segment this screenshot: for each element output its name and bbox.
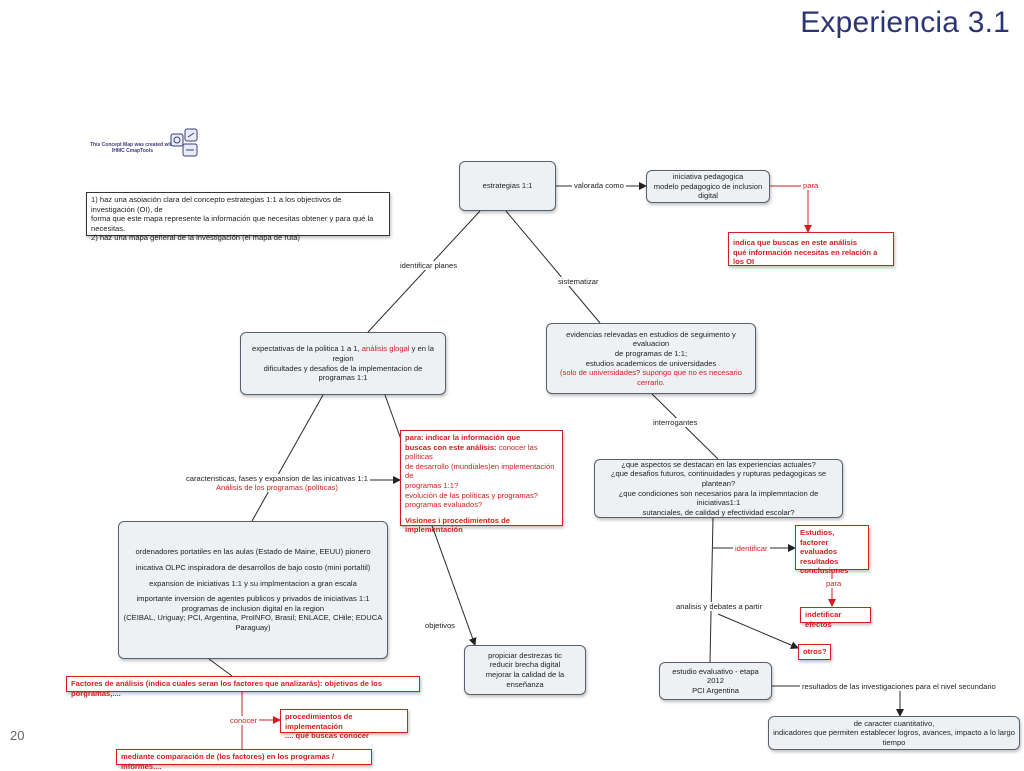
node-evidencias[interactable]: evidencias relevadas en estudios de segu…	[546, 323, 756, 394]
note-line: 2) haz una mapa general de la investigac…	[91, 233, 300, 243]
node-ordenadores-line: programas de inclusion digital en la reg…	[181, 603, 325, 613]
node-estudio-line: PCI Argentina	[692, 685, 739, 695]
node-evidencias-line: de programas de 1:1;	[614, 348, 688, 358]
node-propiciar-line: propiciar destrezas tic	[488, 650, 562, 660]
node-propiciar-line: reducir brecha digital	[489, 660, 561, 670]
note-indetificar-label: indetificar efectos	[805, 610, 842, 629]
logo-line1: This Concept Map was created with	[90, 142, 175, 148]
note-indetificar-efectos[interactable]: indetificar efectos	[800, 607, 871, 629]
note-indica-line: indica que buscas en este análisis	[733, 238, 858, 247]
note-factores[interactable]: Factores de análisis (indica cuales sera…	[66, 676, 420, 698]
node-preguntas-line: ¿que aspectos se destacan en las experie…	[621, 459, 816, 469]
node-ordenadores-line: inicativa OLPC inspiradora de desarrollo…	[135, 563, 371, 573]
note-indica-line: qué información necesitas en relación a …	[733, 247, 878, 267]
note-para-indicar-line: evolución de las políticas y programas?	[405, 490, 538, 500]
note-line: forma que este mapa represente la inform…	[91, 214, 374, 233]
note-para-indicar-line: para: indicar la información que	[405, 433, 521, 442]
note-factores-label: Factores de análisis (indica cuales sera…	[71, 679, 383, 698]
note-indica[interactable]: indica que buscas en este análisis qué i…	[728, 232, 894, 266]
node-ordenadores-line: (CEIBAL, Uriguay; PCI, Argentina, ProINF…	[123, 613, 383, 632]
cmaptools-icon	[170, 128, 198, 157]
link-label-interrogantes: interrogantes	[651, 418, 700, 427]
note-estudios-line: factorer evaluados	[800, 537, 838, 557]
note-otros-label: otros?	[803, 647, 827, 656]
text-conocer-politicas: conocer las políticas	[405, 442, 538, 462]
cmaptools-logo: This Concept Map was created with IHMC C…	[90, 128, 202, 162]
link-label-conocer: conocer	[228, 716, 260, 725]
link-label-para-efectos: para	[824, 579, 844, 588]
note-estudios-line: resultados	[800, 556, 839, 566]
link-estrategias-evidencias	[505, 210, 601, 324]
note-mediante[interactable]: mediante comparación de (los factores) e…	[116, 749, 372, 771]
node-preguntas-line: ¿que condiciones son necesarios para la …	[618, 488, 819, 508]
node-estrategias-label: estrategias 1:1	[482, 181, 533, 191]
node-estrategias[interactable]: estrategias 1:1	[459, 161, 556, 211]
link-label-analisis-debates: analisis y debates a partir	[674, 602, 765, 611]
node-preguntas-line: sutanciales, de calidad y efectividad es…	[642, 507, 795, 517]
node-iniciativa-line: modelo pedagogico de inclusion digital	[653, 181, 763, 201]
link-label-caracteristicas-line: caracteristicas, fases y expansion de la…	[186, 474, 368, 483]
instruction-note: 1) haz una asoiación clara del concepto …	[86, 192, 390, 242]
note-mediante-label: mediante comparación de (los factores) e…	[121, 752, 335, 771]
logo-line2: IHMC CmapTools	[112, 148, 154, 154]
node-ordenadores[interactable]: ordenadores portatiles en las aulas (Est…	[118, 521, 388, 659]
note-procedimientos-line: procedimientos de implementación	[285, 712, 353, 731]
node-estudio[interactable]: estudio evaluativo - etapa 2012 PCI Arge…	[659, 662, 772, 700]
node-expectativas[interactable]: expectativas de la politica 1 a 1, análi…	[240, 332, 446, 395]
note-estudios-line: conclusiones	[800, 566, 849, 576]
note-para-indicar-line: programas 1:1?	[405, 480, 459, 490]
node-ordenadores-line: importante inversion de agentes publicos…	[136, 594, 370, 604]
link-label-para: para	[801, 181, 821, 190]
node-ordenadores-line: ordenadores portatiles en las aulas (Est…	[135, 547, 371, 557]
text-buscas: buscas con este análisis:	[405, 442, 497, 452]
note-line: 1) haz una asoiación clara del concepto …	[91, 195, 342, 214]
node-propiciar-line: mejorar la calidad de la enseñanza	[485, 670, 565, 689]
text-en-la-region: y en la region	[332, 344, 434, 363]
node-iniciativa[interactable]: iniciativa pedagogica modelo pedagogico …	[646, 170, 770, 203]
link-expectativas-ordenadores	[251, 394, 324, 522]
page-number: 20	[10, 728, 25, 743]
node-cuantitativo-line: indicadores que permiten establecer logr…	[773, 728, 1015, 747]
link-label-valorada: valorada como	[572, 181, 626, 190]
node-propiciar[interactable]: propiciar destrezas tic reducir brecha d…	[464, 645, 586, 695]
link-label-caracteristicas: caracteristicas, fases y expansion de la…	[184, 474, 370, 492]
link-label-caracteristicas-line: Análisis de los programas (políticas)	[215, 483, 338, 492]
slide-title: Experiencia 3.1	[800, 6, 1010, 39]
node-expectativas-line: expectativas de la politica 1 a 1, análi…	[245, 344, 441, 363]
link-label-identificar-planes: identificar planes	[398, 261, 459, 270]
link-label-objetivos: objetivos	[423, 621, 457, 630]
link-label-sistematizar: sistematizar	[556, 277, 601, 286]
note-procedimientos-line: .... qué buscas conocer	[285, 731, 369, 741]
note-para-indicar[interactable]: para: indicar la información que buscas …	[400, 430, 563, 534]
link-analisis-otros	[717, 613, 799, 649]
link-preguntas-estudio	[709, 517, 714, 663]
node-evidencias-line: (solo de universidades? supongo que no e…	[560, 368, 742, 387]
node-estudio-line: estudio evaluativo - etapa 2012	[672, 666, 759, 686]
node-expectativas-line: dificultades y desafios de la implementa…	[263, 363, 423, 383]
node-preguntas[interactable]: ¿que aspectos se destacan en las experie…	[594, 459, 843, 518]
text-expectativas: expectativas de la politica 1 a 1,	[252, 344, 362, 354]
node-ordenadores-line: expansion de iniciativas 1:1 y su implme…	[149, 578, 357, 588]
link-ordenadores-factores	[208, 658, 233, 677]
note-estudios[interactable]: Estudios, factorer evaluados resultados …	[795, 525, 869, 575]
node-preguntas-line: ¿que desafios futuros, continuidades y r…	[610, 469, 827, 488]
node-evidencias-line: estudios academicos de universidades	[585, 358, 717, 368]
node-cuantitativo[interactable]: de caracter cuantitativo, indicadores qu…	[768, 716, 1020, 750]
note-estudios-line: Estudios,	[800, 528, 835, 537]
note-para-indicar-line: buscas con este análisis: conocer las po…	[405, 443, 558, 462]
node-evidencias-line: evidencias relevadas en estudios de segu…	[566, 329, 736, 349]
link-estrategias-expectativas	[367, 210, 481, 333]
note-para-indicar-line: programas evaluados?	[405, 500, 483, 510]
node-cuantitativo-line: de caracter cuantitativo,	[853, 718, 935, 728]
note-para-indicar-line: Visiones i procedimientos de implementac…	[405, 515, 510, 535]
note-para-indicar-line: de desarrollo (mundiales)en implementaci…	[405, 461, 555, 481]
link-label-resultados: resultados de las investigaciones para e…	[800, 682, 998, 691]
note-procedimientos[interactable]: procedimientos de implementación .... qu…	[280, 709, 408, 740]
link-label-identificar: identificar	[733, 544, 770, 553]
text-analisis-glogal: análisis glogal	[361, 344, 410, 354]
note-otros[interactable]: otros?	[798, 644, 831, 660]
node-iniciativa-line: iniciativa pedagogica	[672, 172, 744, 182]
